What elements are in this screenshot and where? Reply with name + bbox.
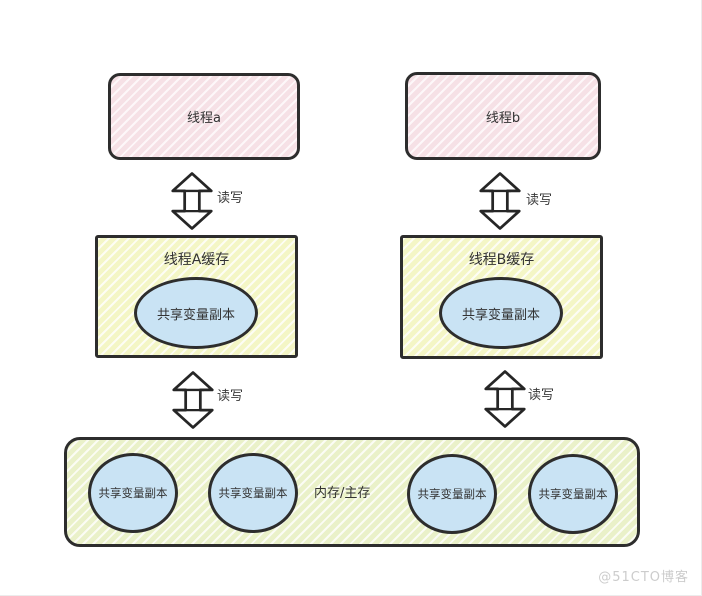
read-write-arrow-icon xyxy=(171,172,213,230)
main-memory-label: 内存/主存 xyxy=(314,486,371,501)
read-write-arrow-icon xyxy=(484,370,526,428)
shared-variable-copy-ellipse: 共享变量副本 xyxy=(407,454,497,534)
thread-a-cache-title: 线程A缓存 xyxy=(163,252,230,268)
read-write-label: 读写 xyxy=(526,193,553,208)
shared-variable-copy-ellipse: 共享变量副本 xyxy=(134,277,258,349)
shared-variable-copy-label: 共享变量副本 xyxy=(461,307,540,323)
thread-b-cache-title: 线程B缓存 xyxy=(468,252,535,268)
shared-variable-copy-ellipse: 共享变量副本 xyxy=(208,453,298,533)
thread-a-box: 线程a xyxy=(108,73,300,160)
thread-b-box: 线程b xyxy=(405,72,601,160)
read-write-arrow-icon xyxy=(479,172,521,230)
shared-variable-copy-ellipse: 共享变量副本 xyxy=(439,277,563,349)
shared-variable-copy-ellipse: 共享变量副本 xyxy=(528,454,618,534)
shared-variable-copy-label: 共享变量副本 xyxy=(218,486,288,500)
thread-a-label: 线程a xyxy=(187,111,221,126)
shared-variable-copy-ellipse: 共享变量副本 xyxy=(88,453,178,533)
read-write-label: 读写 xyxy=(217,389,244,404)
shared-variable-copy-label: 共享变量副本 xyxy=(156,307,235,323)
read-write-label: 读写 xyxy=(217,191,244,206)
shared-variable-copy-label: 共享变量副本 xyxy=(417,487,487,501)
shared-variable-copy-label: 共享变量副本 xyxy=(98,486,168,500)
shared-variable-copy-label: 共享变量副本 xyxy=(538,487,608,501)
read-write-label: 读写 xyxy=(528,388,555,403)
thread-b-label: 线程b xyxy=(485,110,521,126)
read-write-arrow-icon xyxy=(172,371,214,429)
watermark: @51CTO博客 xyxy=(598,570,689,585)
